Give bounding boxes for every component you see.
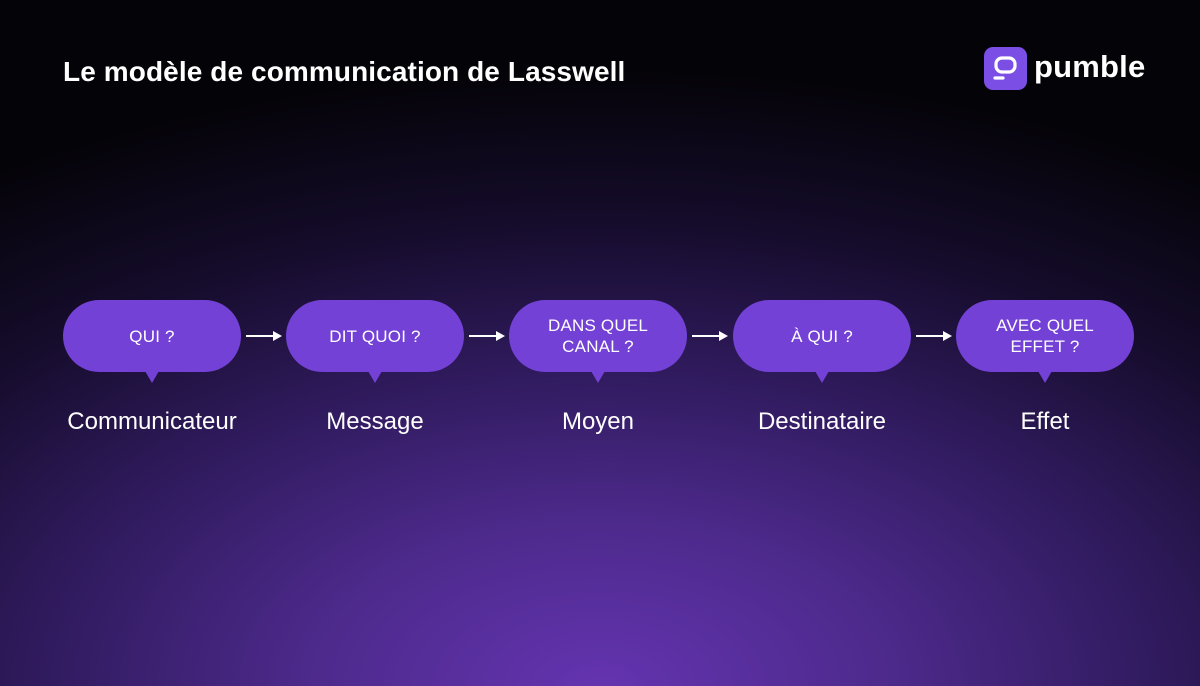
role-label-medium: Moyen (561, 408, 635, 435)
arrow-right-icon (469, 331, 505, 341)
pumble-logo-icon (984, 47, 1027, 90)
brand-name: pumble (1034, 49, 1146, 84)
question-bubble-with-what-effect: AVEC QUEL EFFET ? (956, 300, 1134, 383)
question-bubble-says-what: DIT QUOI ? (286, 300, 464, 383)
question-text: AVEC QUEL EFFET ? (996, 316, 1094, 356)
question-bubble-who: QUI ? (63, 300, 241, 383)
question-text: À QUI ? (791, 326, 853, 346)
question-text: QUI ? (129, 326, 175, 346)
page-title: Le modèle de communication de Lasswell (63, 56, 626, 87)
role-label-message: Message (326, 408, 424, 435)
question-bubble-which-channel: DANS QUEL CANAL ? (509, 300, 687, 383)
role-label-communicator: Communicateur (67, 408, 237, 435)
arrow-right-icon (692, 331, 728, 341)
brand-logo: pumble (984, 47, 1145, 90)
role-label-effect: Effet (1020, 408, 1070, 435)
role-label-receiver: Destinataire (757, 408, 887, 435)
arrow-right-icon (246, 331, 282, 341)
question-text: DIT QUOI ? (329, 326, 421, 346)
question-text: DANS QUEL CANAL ? (547, 316, 649, 356)
question-bubble-to-whom: À QUI ? (733, 300, 911, 383)
arrow-right-icon (916, 331, 952, 341)
